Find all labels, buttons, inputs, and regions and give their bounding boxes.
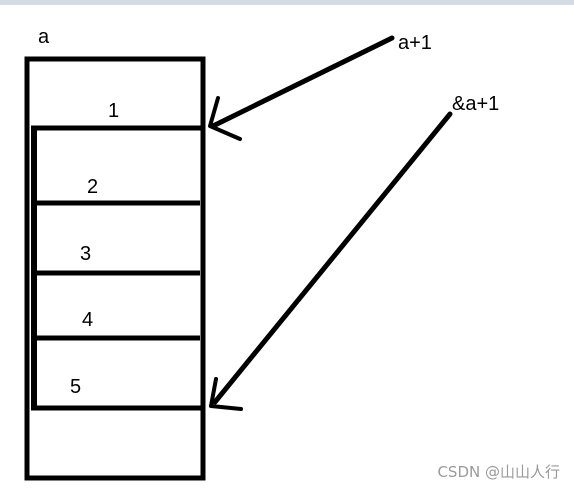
cell-label-4: 4 — [82, 309, 93, 331]
watermark: CSDN @山山人行 — [437, 463, 560, 481]
array-box — [24, 56, 206, 481]
top-border — [0, 0, 574, 5]
label-a-plus-1: a+1 — [398, 32, 432, 54]
arrow-a-plus-1 — [208, 35, 395, 141]
arrow-addr-a-plus-1 — [209, 111, 453, 411]
label-addr-a-plus-1: &a+1 — [452, 93, 499, 115]
cell-label-1: 1 — [108, 100, 119, 122]
array-left-edge — [31, 128, 37, 408]
array-label: a — [38, 26, 50, 48]
cell-label-2: 2 — [87, 176, 98, 198]
cell-label-3: 3 — [80, 243, 91, 265]
cell-label-5: 5 — [70, 376, 81, 398]
